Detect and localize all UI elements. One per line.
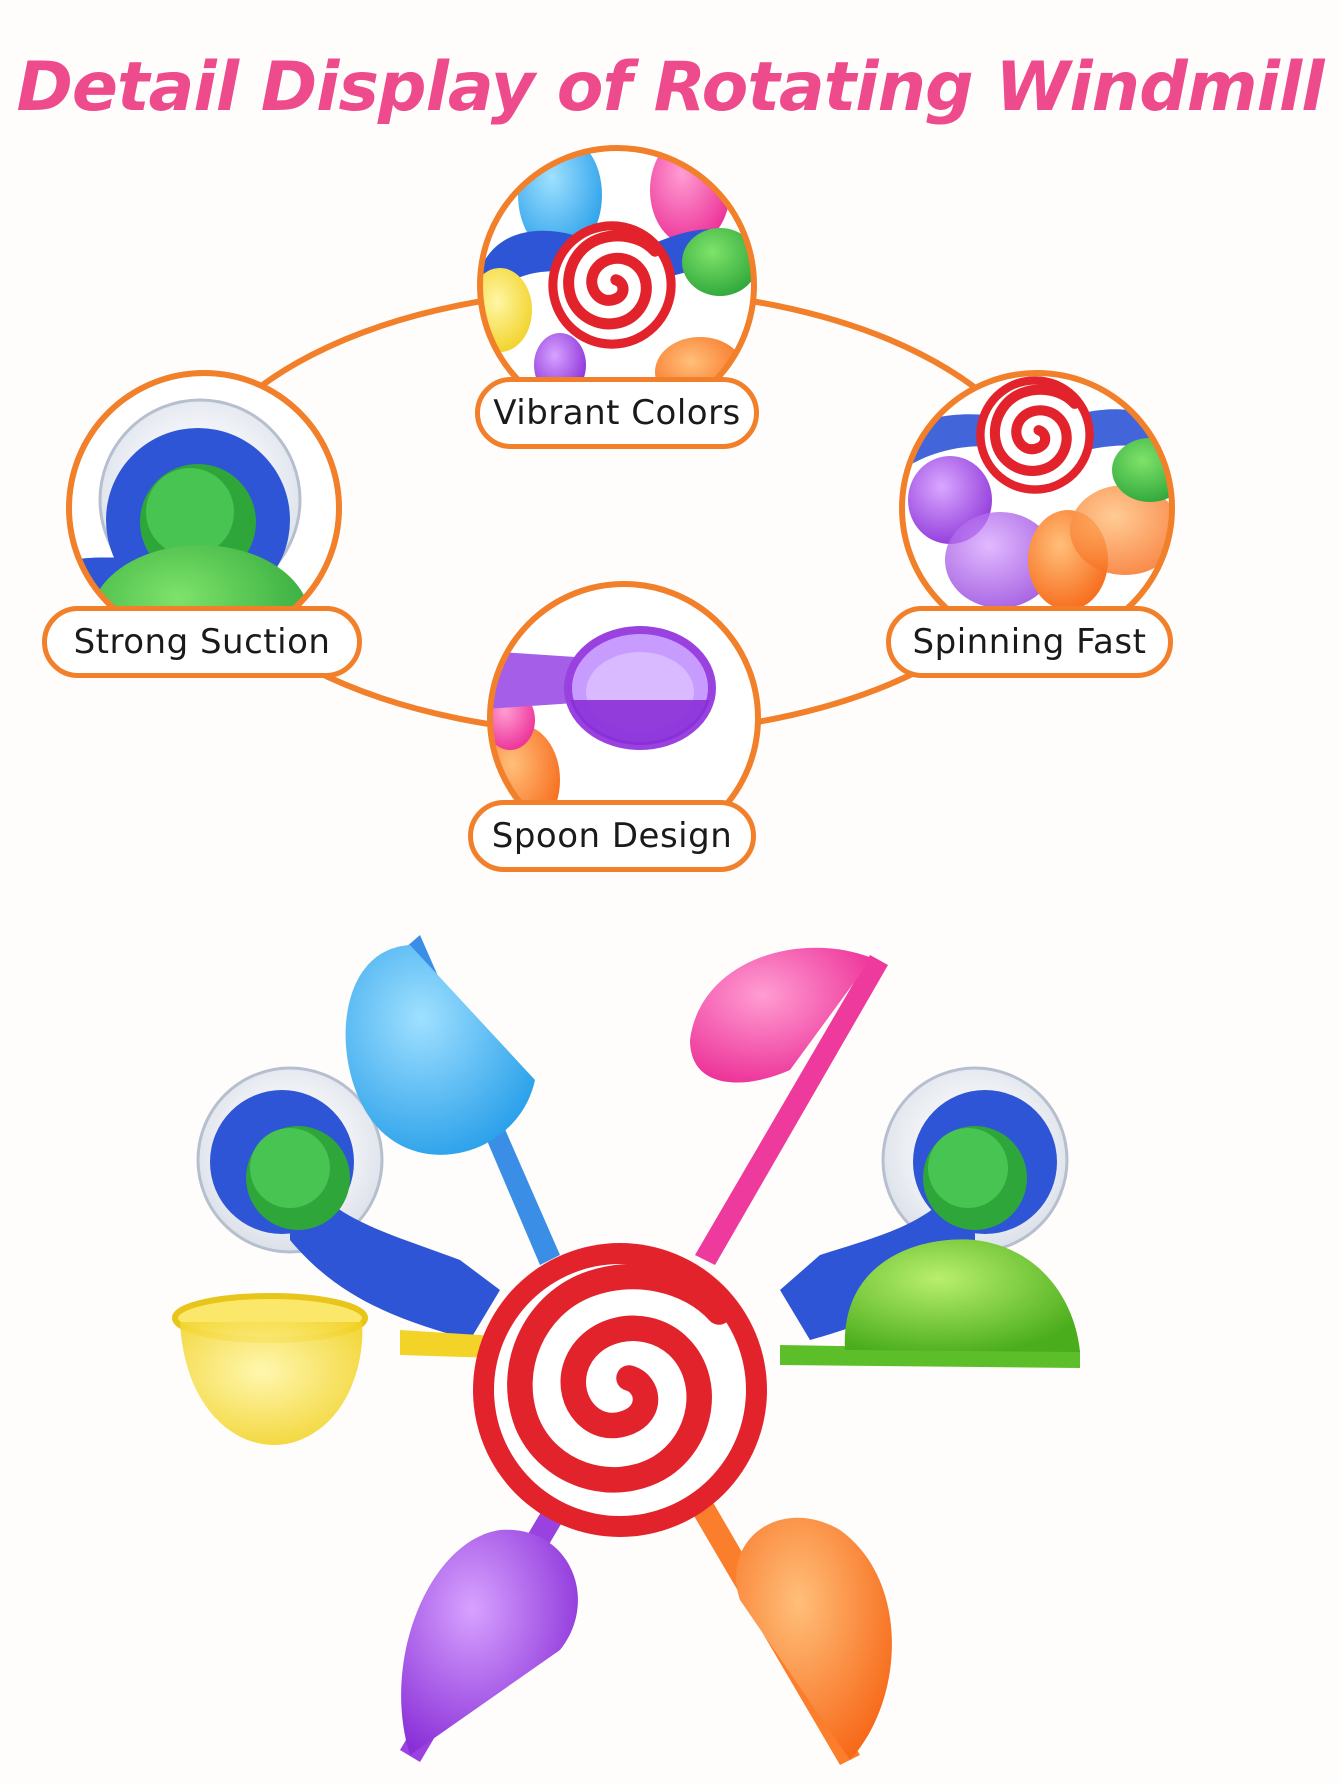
cup-blue — [345, 935, 560, 1265]
detail-circle-top — [480, 148, 754, 422]
detail-circle-right — [902, 373, 1172, 643]
label-spoon-design: Spoon Design — [468, 800, 756, 872]
swirl-hub — [473, 1243, 767, 1537]
cup-pink — [690, 947, 888, 1265]
detail-circle-left — [69, 373, 339, 643]
page-title: Detail Display of Rotating Windmill — [16, 48, 1324, 127]
label-vibrant-colors: Vibrant Colors — [475, 377, 759, 449]
cup-purple — [400, 1480, 580, 1762]
label-strong-suction: Strong Suction — [42, 606, 362, 678]
cup-orange — [680, 1480, 892, 1765]
cup-green — [780, 1239, 1080, 1368]
detail-circle-bottom — [490, 584, 758, 852]
label-spinning-fast: Spinning Fast — [886, 606, 1173, 678]
windmill-product — [172, 935, 1080, 1765]
